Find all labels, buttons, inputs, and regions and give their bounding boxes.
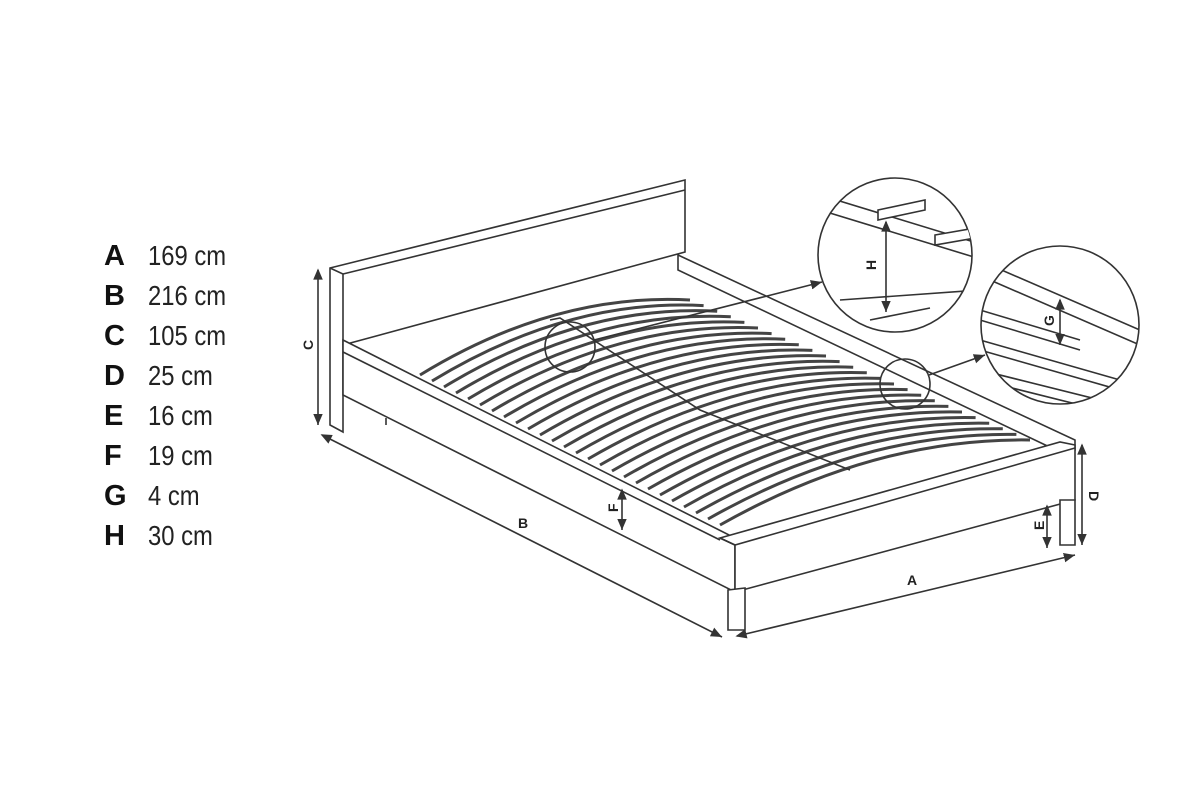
legend-value: 25 cm: [148, 360, 213, 391]
label-f: F: [605, 503, 621, 512]
legend-key: F: [104, 439, 122, 472]
detail-marker-g: [879, 358, 931, 410]
legend-key: G: [104, 479, 127, 512]
slat: [515, 342, 799, 425]
label-h: H: [863, 260, 879, 270]
legend-row-h: H 30 cm: [104, 516, 240, 556]
label-c: C: [300, 340, 316, 350]
center-beam: [549, 317, 851, 471]
legend-value: 105 cm: [148, 320, 227, 351]
legend-key: E: [104, 399, 124, 432]
left-side-rail: [342, 338, 736, 594]
slat: [419, 297, 691, 377]
slat: [575, 371, 867, 455]
slat: [527, 348, 813, 431]
slat: [479, 326, 759, 407]
detail-view-h: H: [817, 177, 973, 333]
right-leg: [1059, 499, 1076, 546]
front-leg: [727, 587, 746, 631]
legend-value: 216 cm: [148, 280, 227, 311]
legend-row-g: G 4 cm: [104, 476, 240, 516]
slat: [491, 331, 772, 413]
label-g: G: [1041, 315, 1057, 326]
footboard-edge: [719, 447, 1076, 546]
legend-value: 4 cm: [148, 480, 200, 511]
label-d: D: [1086, 491, 1102, 501]
slat: [683, 421, 990, 509]
slat: [719, 438, 1031, 527]
slat: [695, 427, 1003, 515]
legend-key: D: [104, 359, 125, 392]
detail-arrow-h: [593, 280, 823, 341]
legend-value: 169 cm: [148, 240, 227, 271]
label-e: E: [1031, 521, 1047, 530]
slat: [563, 365, 854, 449]
legend-value: 30 cm: [148, 520, 213, 551]
legend-row-f: F 19 cm: [104, 436, 240, 476]
detail-arrow-g: [928, 354, 986, 376]
legend-row-b: B 216 cm: [104, 276, 240, 316]
slat: [503, 337, 786, 419]
legend-value: 19 cm: [148, 440, 213, 471]
detail-view-g: G: [980, 245, 1140, 405]
slat: [467, 320, 745, 401]
legend-key: B: [104, 279, 125, 312]
slat: [431, 303, 704, 383]
slat-grid: [419, 297, 1031, 527]
legend-key: C: [104, 319, 125, 352]
label-b: B: [518, 515, 528, 531]
legend-row-d: D 25 cm: [104, 356, 240, 396]
legend-value: 16 cm: [148, 400, 213, 431]
slat: [443, 309, 718, 389]
dimension-line-a: [735, 552, 1076, 639]
detail-marker-h: [544, 321, 596, 373]
slat: [707, 432, 1017, 521]
legend-row-c: C 105 cm: [104, 316, 240, 356]
legend-key: H: [104, 519, 125, 552]
legend-row-e: E 16 cm: [104, 396, 240, 436]
label-a: A: [907, 572, 917, 588]
slat: [455, 314, 731, 395]
headboard-edge: [329, 189, 686, 345]
slat: [551, 359, 840, 443]
legend-key: A: [104, 239, 125, 272]
dimension-line-b: [320, 434, 723, 638]
slat: [539, 354, 827, 437]
legend-row-a: A 169 cm: [104, 236, 240, 276]
